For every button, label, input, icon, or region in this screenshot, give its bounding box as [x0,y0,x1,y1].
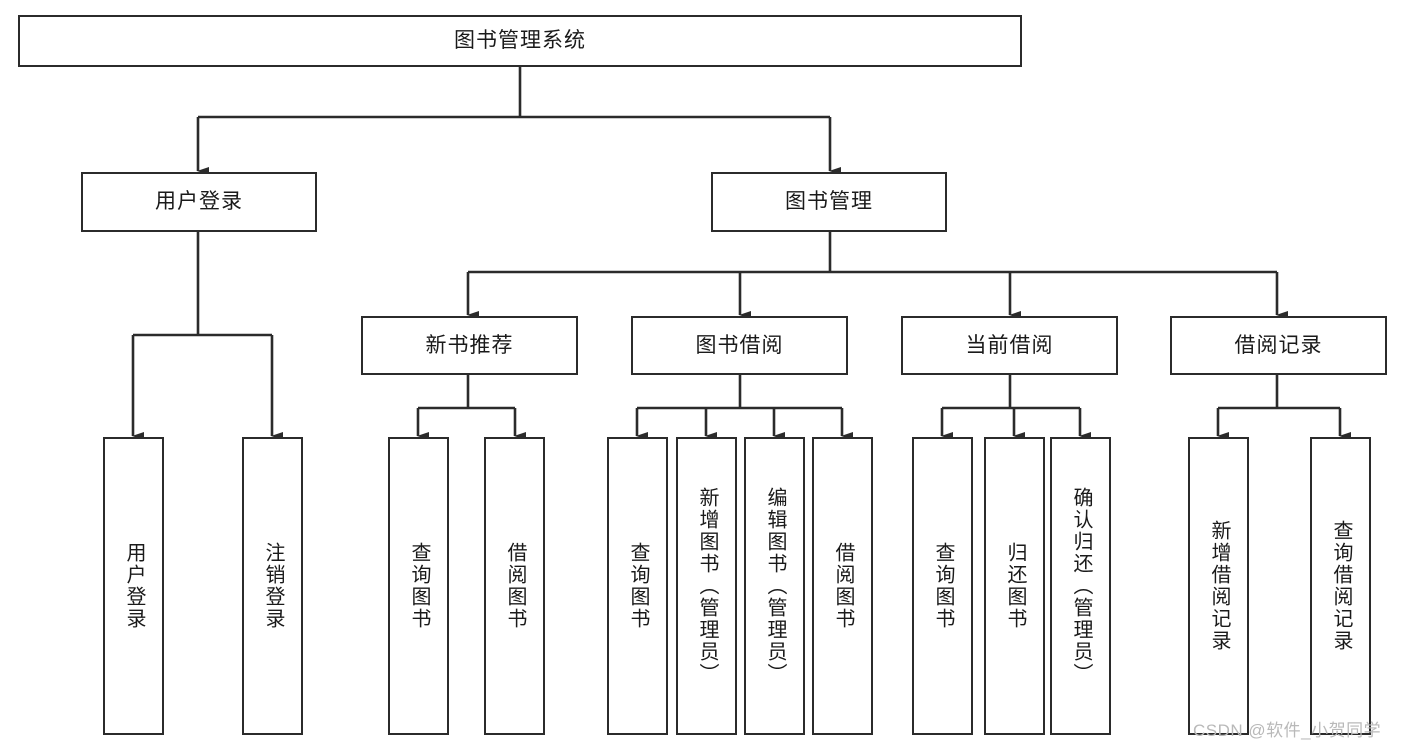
node-label: 当前借阅 [965,333,1054,357]
node-book-management-module[interactable]: 图书管理 [711,172,947,232]
node-label: 注销登录 [262,542,284,630]
node-label: 图书管理 [785,190,873,214]
leaf-new-borrow-book[interactable]: 借阅图书 [484,437,545,735]
node-new-book-recommend[interactable]: 新书推荐 [361,316,578,375]
leaf-borrow-add-book-admin[interactable]: 新增图书（管理员） [676,437,737,735]
node-label: 归还图书 [1004,542,1026,630]
leaf-borrow-edit-book-admin[interactable]: 编辑图书（管理员） [744,437,805,735]
leaf-new-query-book[interactable]: 查询图书 [388,437,449,735]
leaf-borrow-query-book[interactable]: 查询图书 [607,437,668,735]
node-label: 借阅记录 [1234,333,1323,357]
leaf-record-add[interactable]: 新增借阅记录 [1188,437,1249,735]
node-label: 确认归还（管理员） [1070,487,1092,685]
node-label: 图书借阅 [695,333,784,357]
node-borrow-record[interactable]: 借阅记录 [1170,316,1387,375]
node-label: 查询图书 [408,542,430,630]
node-label: 用户登录 [155,190,243,214]
node-label: 借阅图书 [504,542,526,630]
node-label: 查询借阅记录 [1330,520,1352,652]
node-root-system[interactable]: 图书管理系统 [18,15,1022,67]
node-label: 查询图书 [932,542,954,630]
leaf-current-confirm-return-admin[interactable]: 确认归还（管理员） [1050,437,1111,735]
node-current-borrow[interactable]: 当前借阅 [901,316,1118,375]
node-label: 图书管理系统 [454,29,586,53]
leaf-current-return-book[interactable]: 归还图书 [984,437,1045,735]
leaf-borrow-lend-book[interactable]: 借阅图书 [812,437,873,735]
node-label: 查询图书 [627,542,649,630]
csdn-watermark: CSDN @软件_小贺同学 [1193,721,1382,740]
node-label: 新增图书（管理员） [696,487,718,685]
node-label: 借阅图书 [832,542,854,630]
leaf-user-logout[interactable]: 注销登录 [242,437,303,735]
node-label: 新增借阅记录 [1208,520,1230,652]
leaf-record-query[interactable]: 查询借阅记录 [1310,437,1371,735]
edge-group [131,67,1351,440]
node-label: 编辑图书（管理员） [764,487,786,685]
leaf-user-login[interactable]: 用户登录 [103,437,164,735]
node-book-borrow[interactable]: 图书借阅 [631,316,848,375]
leaf-current-query-book[interactable]: 查询图书 [912,437,973,735]
node-user-login-module[interactable]: 用户登录 [81,172,317,232]
node-label: 新书推荐 [425,333,514,357]
node-label: 用户登录 [123,542,145,630]
